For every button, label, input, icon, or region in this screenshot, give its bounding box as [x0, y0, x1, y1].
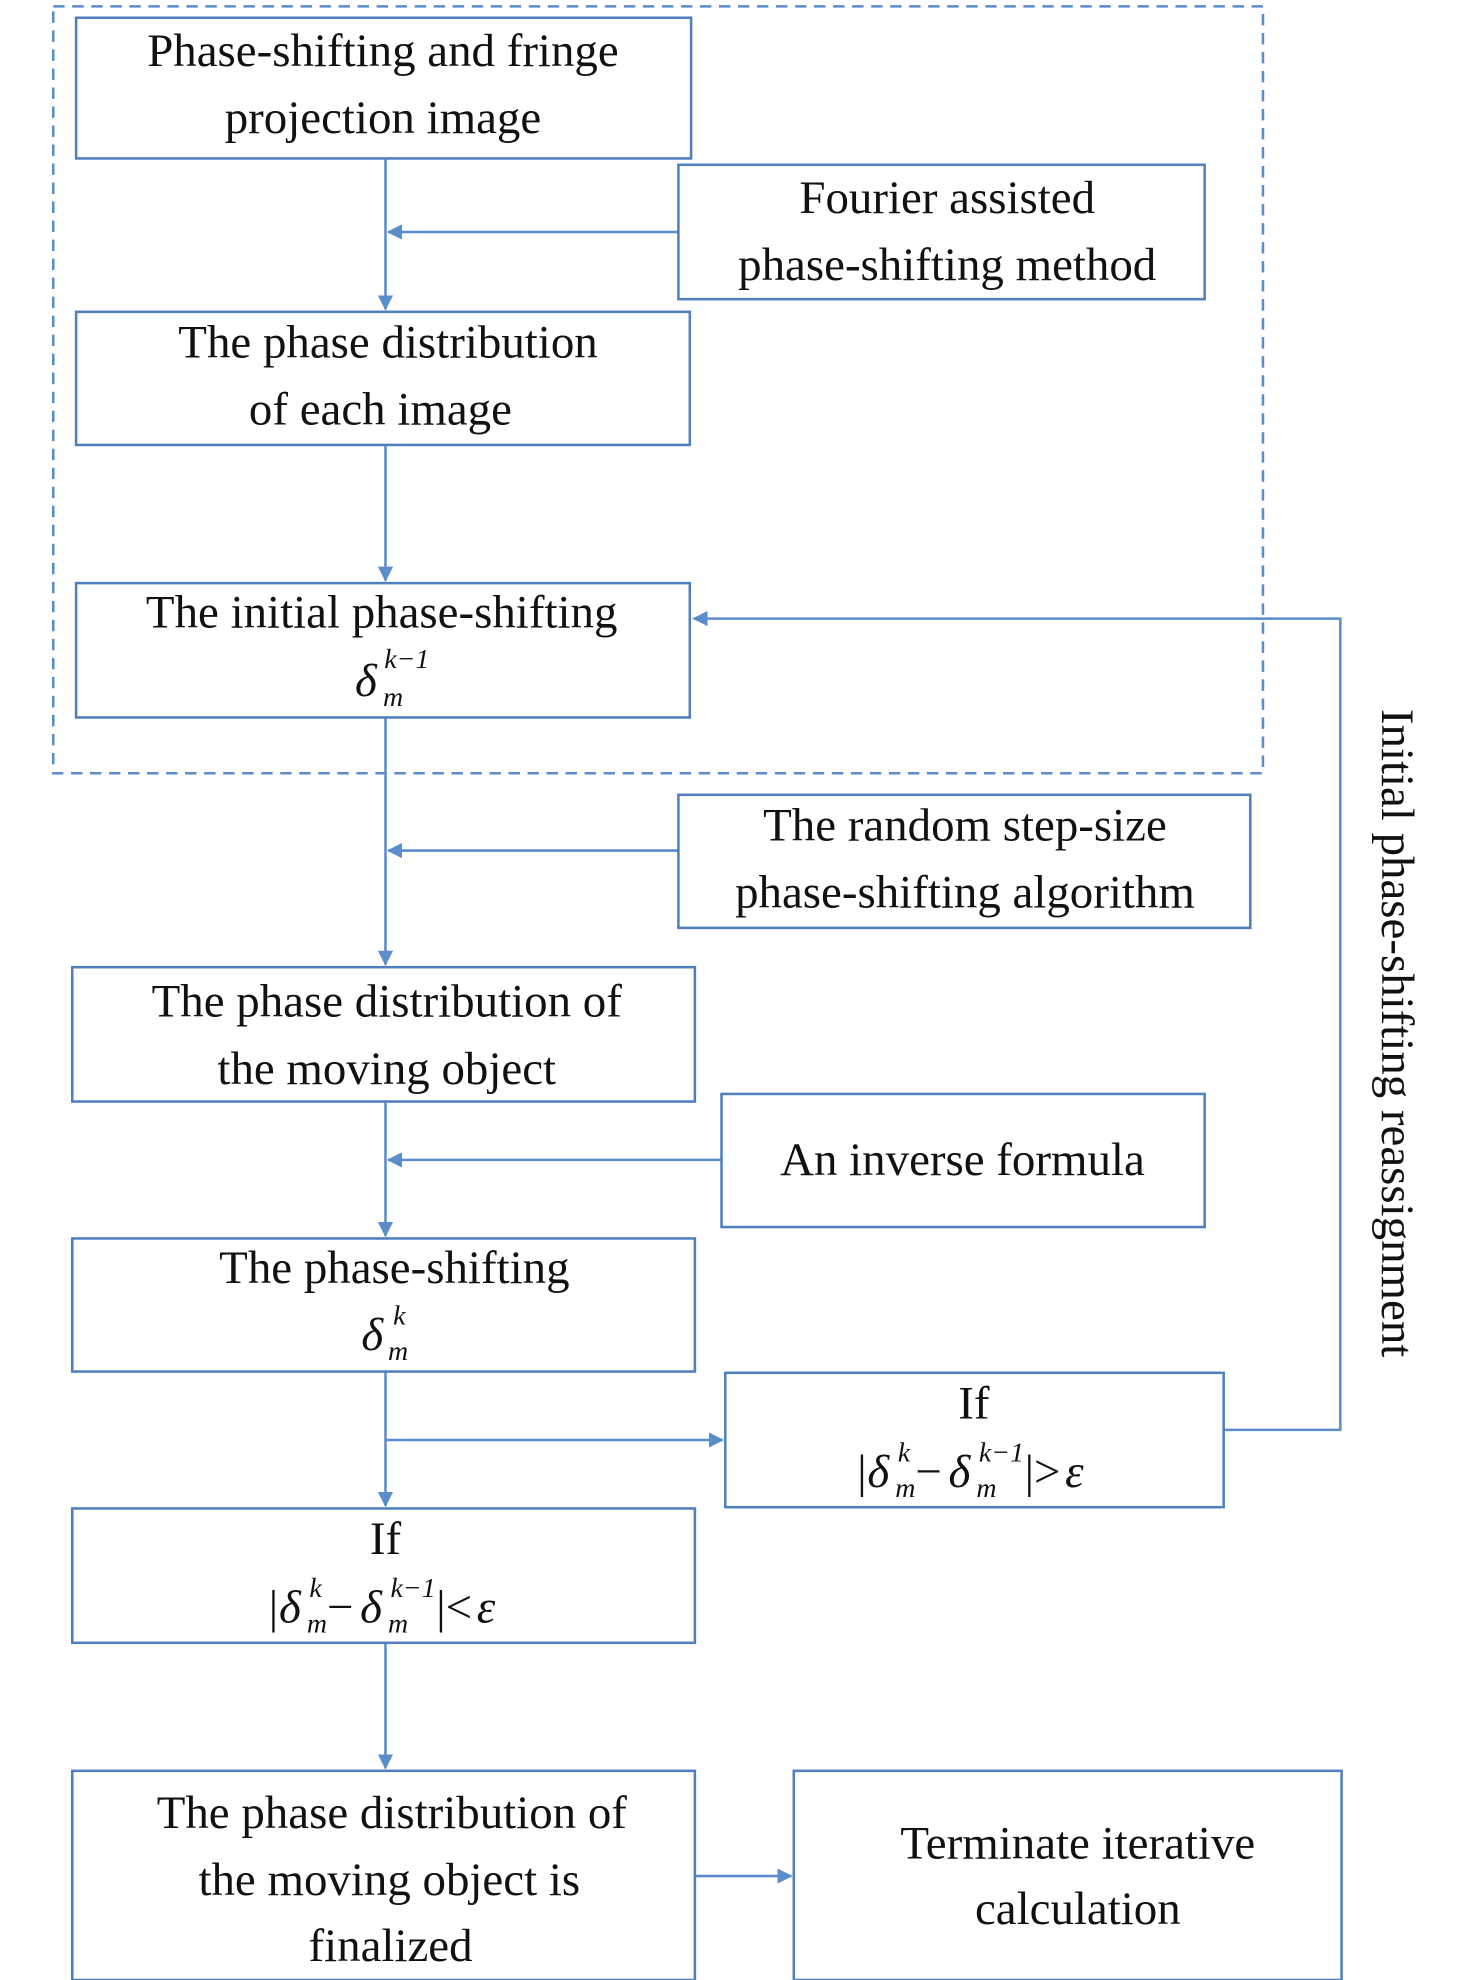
node-text: The phase-shifting — [219, 1242, 569, 1294]
epsilon: ε — [477, 1582, 496, 1634]
node-inverse: An inverse formula — [720, 1092, 1206, 1229]
subscript: m — [383, 682, 403, 713]
node-image: Phase-shifting and fringe projection ima… — [74, 16, 693, 160]
node-text: the moving object is — [198, 1854, 580, 1906]
connectors — [377, 158, 1342, 1884]
subscript: m — [976, 1473, 996, 1504]
node-text: phase-shifting method — [738, 239, 1156, 291]
node-text: projection image — [225, 92, 541, 144]
node-random: The random step-size phase-shifting algo… — [677, 793, 1252, 930]
feedback-arrow — [692, 610, 1342, 1432]
delta-symbol: δ — [355, 655, 378, 707]
abs-bar: | — [269, 1582, 278, 1634]
abs-bar: | — [857, 1446, 866, 1498]
node-text: The phase distribution of — [157, 1787, 628, 1839]
node-text: If — [958, 1377, 990, 1429]
node-moving: The phase distribution of the moving obj… — [71, 965, 697, 1103]
superscript: k−1 — [384, 644, 429, 675]
node-text: phase-shifting algorithm — [735, 867, 1195, 919]
relation: |> — [1025, 1446, 1061, 1498]
node-text: of each image — [249, 384, 512, 436]
subscript: m — [307, 1609, 327, 1640]
node-text: calculation — [975, 1883, 1181, 1935]
superscript: k−1 — [979, 1438, 1024, 1469]
node-text: Fourier assisted — [799, 172, 1095, 224]
node-final: The phase distribution of the moving obj… — [71, 1769, 697, 1980]
node-text: Terminate iterative — [900, 1817, 1255, 1869]
minus-sign: − — [327, 1582, 353, 1634]
node-text: Phase-shifting and fringe — [147, 25, 618, 77]
delta-symbol: δ — [867, 1446, 890, 1498]
delta-symbol: δ — [279, 1582, 302, 1634]
node-text: the moving object — [217, 1043, 556, 1095]
node-initial: The initial phase-shifting δ m k−1 — [74, 581, 692, 719]
superscript: k — [393, 1301, 406, 1332]
node-if-greater: If | δ m k − δ m k−1 |> ε — [724, 1371, 1225, 1509]
node-each-phase: The phase distribution of each image — [74, 310, 692, 447]
node-text: The phase distribution — [178, 316, 597, 368]
delta-symbol: δ — [361, 1309, 384, 1361]
node-if-less: If | δ m k − δ m k−1 |< ε — [71, 1507, 697, 1645]
subscript: m — [895, 1473, 915, 1504]
node-text: The phase distribution of — [152, 976, 623, 1028]
superscript: k−1 — [391, 1573, 436, 1604]
epsilon: ε — [1065, 1446, 1084, 1498]
feedback-label: Initial phase-shifting reassignment — [1371, 709, 1423, 1357]
node-fourier: Fourier assisted phase-shifting method — [677, 163, 1206, 301]
superscript: k — [898, 1438, 911, 1469]
node-text: The initial phase-shifting — [146, 586, 617, 638]
node-text: The random step-size — [763, 799, 1167, 851]
delta-symbol: δ — [360, 1582, 383, 1634]
node-text: If — [370, 1513, 402, 1565]
superscript: k — [309, 1573, 322, 1604]
node-terminate: Terminate iterative calculation — [792, 1769, 1343, 1980]
delta-symbol: δ — [948, 1446, 971, 1498]
minus-sign: − — [916, 1446, 942, 1498]
node-text: An inverse formula — [780, 1134, 1145, 1186]
relation: |< — [436, 1582, 472, 1634]
node-text: finalized — [309, 1920, 473, 1972]
subscript: m — [388, 1336, 408, 1367]
node-shift: The phase-shifting δ m k — [71, 1237, 697, 1373]
subscript: m — [388, 1609, 408, 1640]
